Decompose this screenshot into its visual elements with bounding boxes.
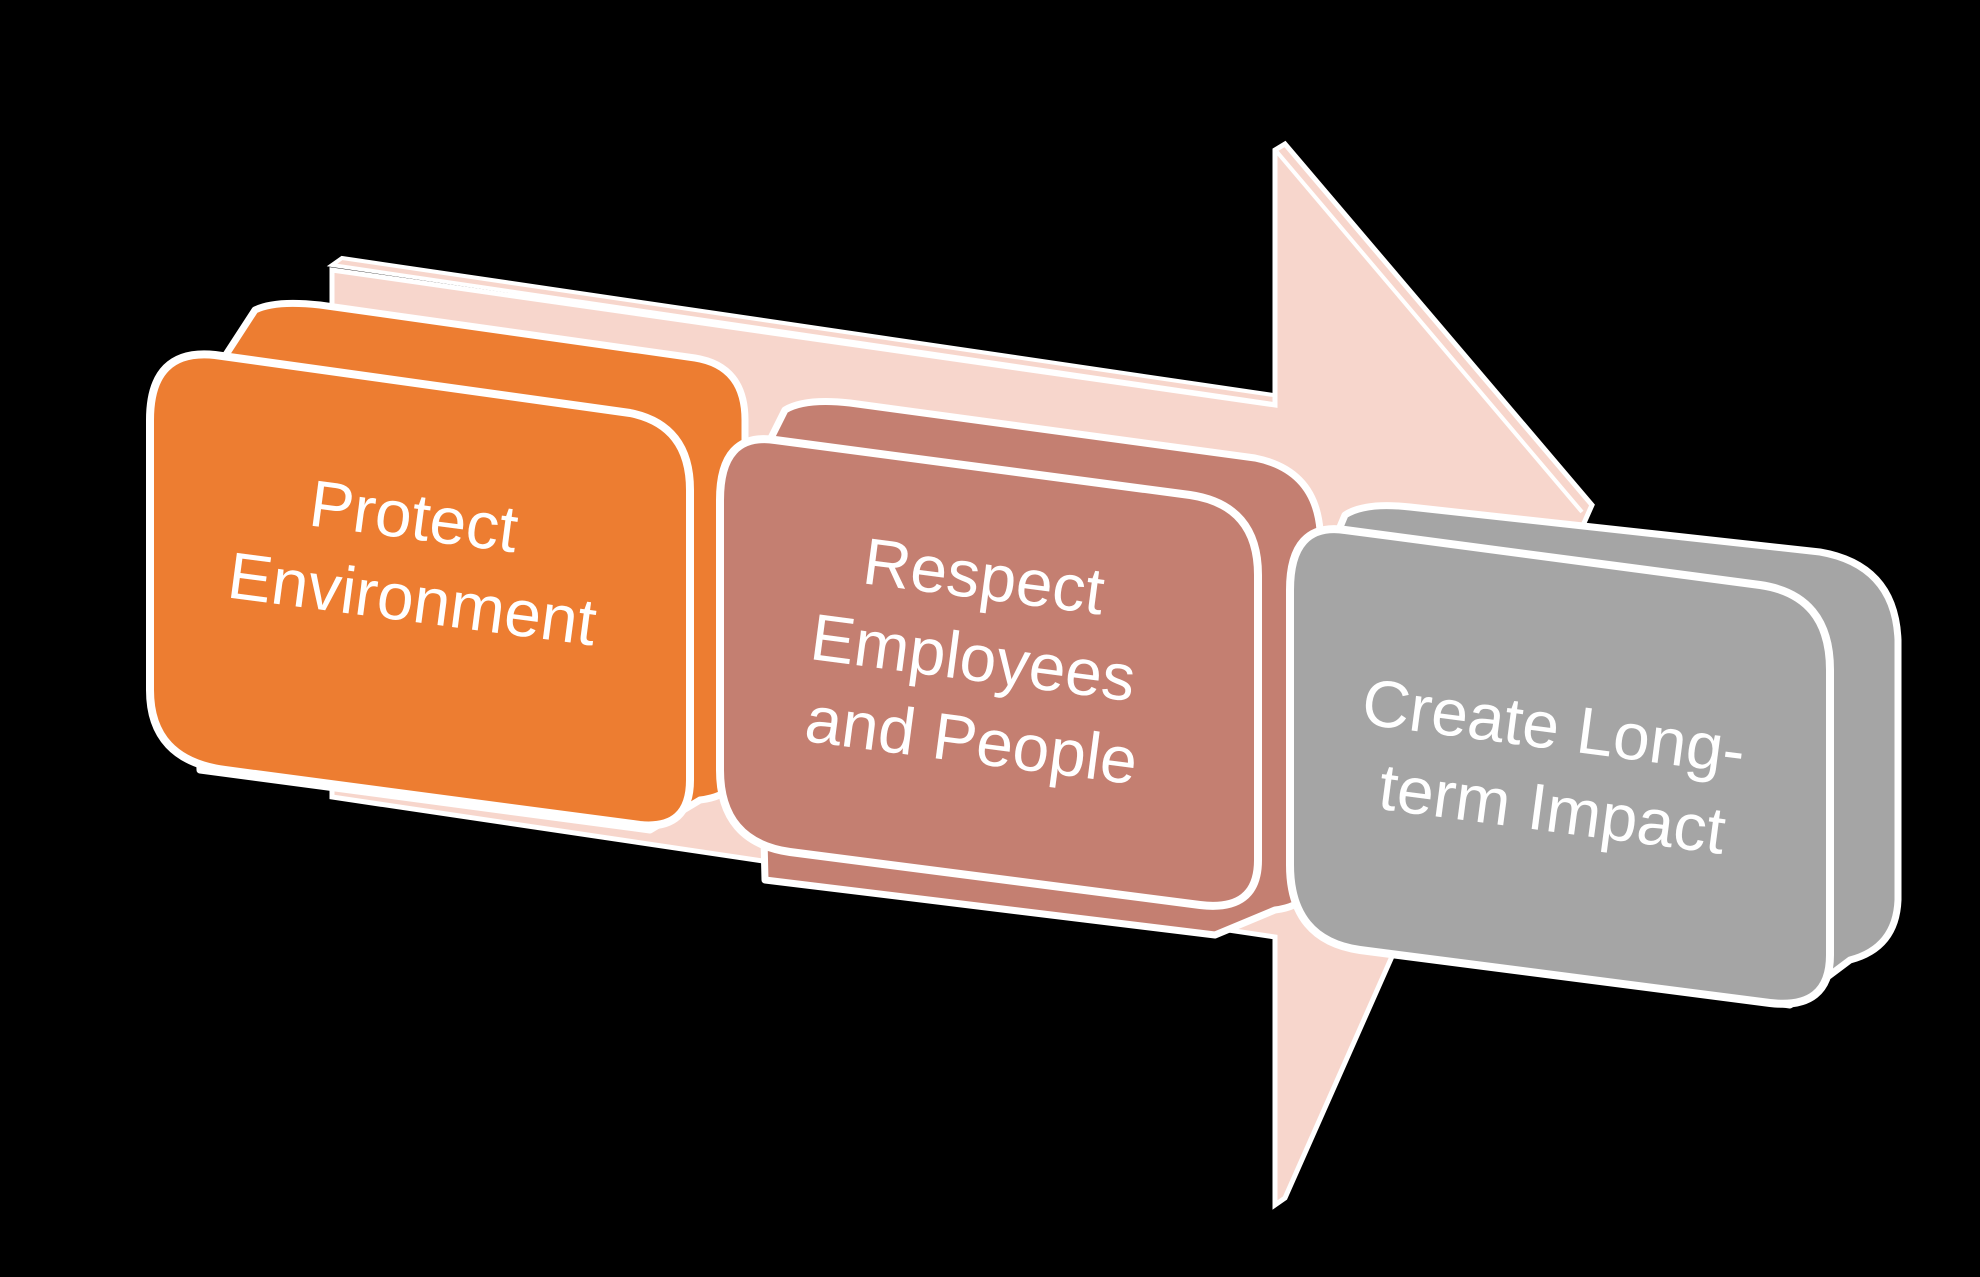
arrow-head-edge <box>1275 150 1584 514</box>
step-3-front-face <box>1286 525 1834 1008</box>
step-protect-environment: Protect Environment <box>146 299 749 834</box>
step-2-front-face <box>716 435 1262 910</box>
step-create-long-term-impact: Create Long- term Impact <box>1286 502 1902 1009</box>
step-1-front-face <box>146 350 694 830</box>
step-respect-employees: Respect Employees and People <box>716 398 1324 939</box>
